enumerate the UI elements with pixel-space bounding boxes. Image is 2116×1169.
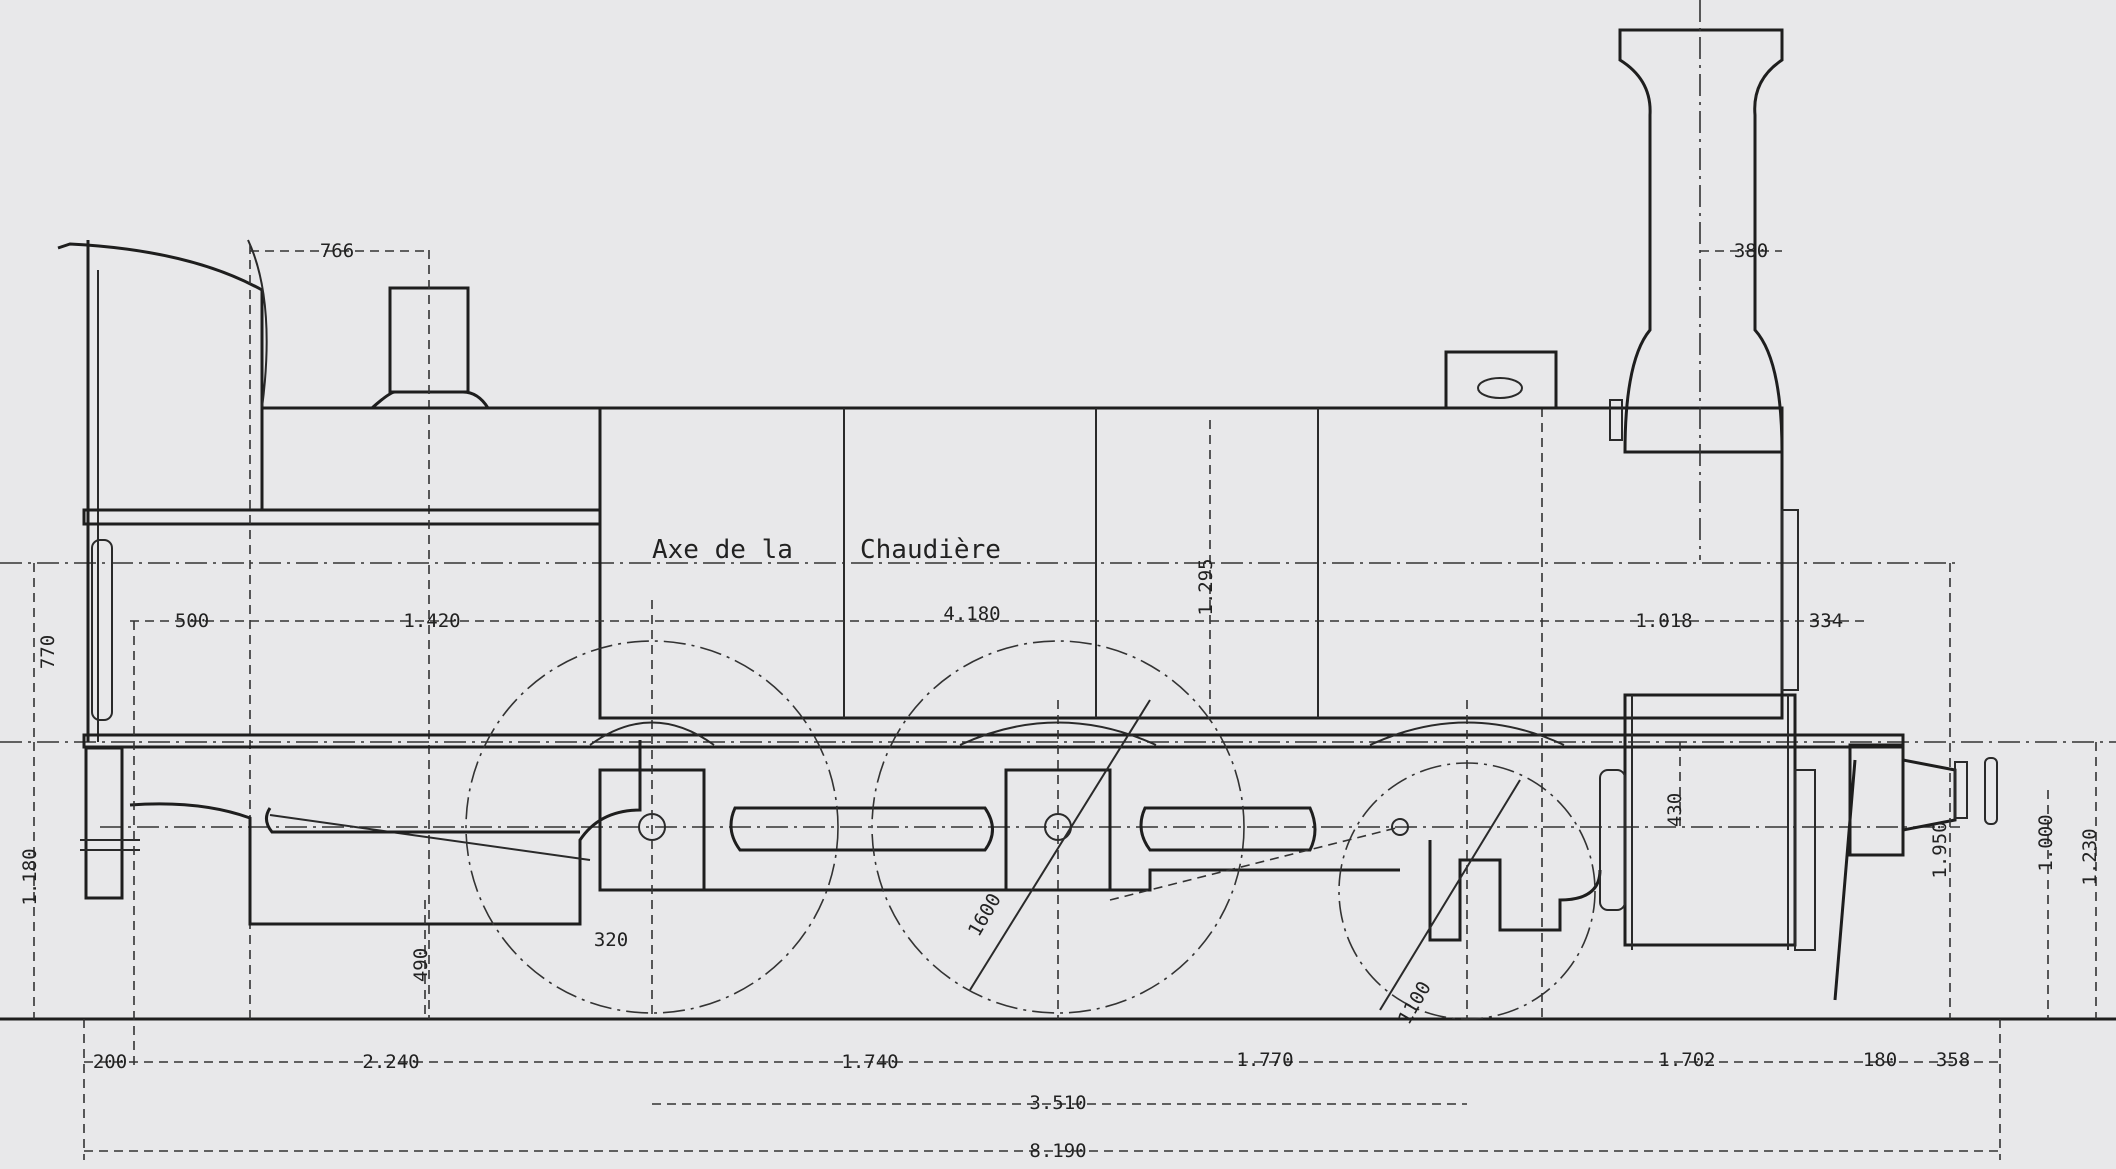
dim-180: 180 — [1863, 1049, 1897, 1071]
dim-1420: 1.420 — [403, 610, 460, 632]
dim-1230: 1.230 — [2079, 828, 2101, 885]
dimension-lines — [33, 250, 2097, 1160]
dim-1770: 1.770 — [1236, 1049, 1293, 1071]
dim-770: 770 — [37, 635, 59, 669]
spring — [1369, 721, 1565, 746]
boiler-axis-label: Axe de la — [652, 535, 793, 565]
dim-1000: 1.000 — [2035, 814, 2057, 871]
dim-4180: 4.180 — [943, 603, 1000, 625]
dim-320: 320 — [594, 929, 628, 951]
cab — [57, 239, 602, 1019]
dim-3510: 3.510 — [1029, 1092, 1086, 1114]
cylinder — [1599, 693, 1816, 951]
chimney — [1609, 0, 1799, 691]
carrying-wheel — [1109, 762, 1596, 1020]
dim-334: 334 — [1809, 610, 1843, 632]
boiler — [260, 350, 1784, 1019]
steam-dome — [371, 250, 490, 1019]
dim-766: 766 — [320, 240, 354, 262]
boiler-axis-label-2: Chaudière — [860, 535, 1001, 565]
dim-380: 380 — [1734, 240, 1768, 262]
dim-358: 358 — [1936, 1049, 1970, 1071]
dim-1600: 1600 — [964, 890, 1006, 941]
dim-430: 430 — [1664, 793, 1686, 827]
dim-1018: 1.018 — [1635, 610, 1692, 632]
dim-1702: 1.702 — [1658, 1049, 1715, 1071]
dim-1295: 1.295 — [1195, 558, 1217, 615]
dim-8190: 8.190 — [1029, 1140, 1086, 1162]
dim-200: 200 — [93, 1051, 127, 1073]
spring — [589, 721, 715, 746]
dim-1740: 1.740 — [841, 1051, 898, 1073]
dim-1180: 1.180 — [19, 848, 41, 905]
dim-2240: 2.240 — [362, 1051, 419, 1073]
coupling-hook — [1833, 759, 1857, 1001]
spring — [959, 721, 1157, 746]
dim-490: 490 — [410, 948, 432, 982]
dim-1100: 1100 — [1394, 978, 1436, 1029]
dim-500: 500 — [175, 610, 209, 632]
buffer — [1848, 743, 1998, 857]
dim-1950: 1.950 — [1929, 821, 1951, 878]
frame — [82, 733, 1905, 942]
rear-buffer — [80, 746, 140, 900]
